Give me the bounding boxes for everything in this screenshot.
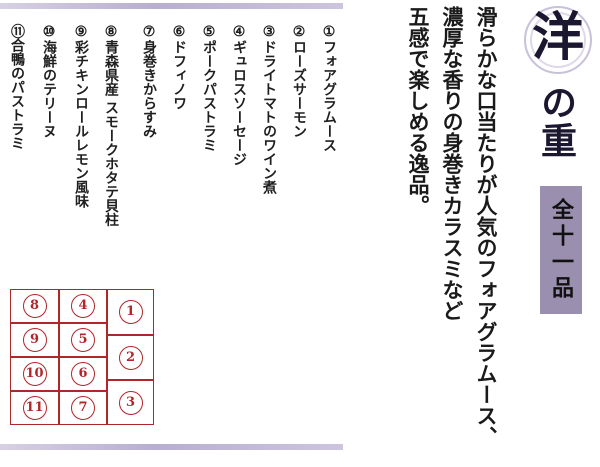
menu-item-number: ⑩ <box>41 24 57 40</box>
layout-number: 6 <box>71 362 95 386</box>
layout-number: 11 <box>22 396 47 420</box>
item-count-badge: 全十一品 <box>540 186 582 314</box>
menu-item-number: ⑪ <box>9 24 25 38</box>
menu-item: ⑦身巻きからすみ <box>138 24 160 274</box>
layout-cell: 6 <box>59 357 107 391</box>
layout-number: 3 <box>118 390 143 415</box>
emblem-circle <box>524 6 592 74</box>
bottom-decor-band <box>0 444 343 450</box>
menu-item-name: ポークパストラミ <box>201 40 217 152</box>
layout-number: 1 <box>118 300 143 324</box>
layout-cell: 7 <box>59 391 107 425</box>
layout-cell: 9 <box>10 323 59 357</box>
layout-number: 7 <box>71 396 95 420</box>
layout-cell: 5 <box>59 323 107 357</box>
menu-item: ②ローズサーモン <box>288 24 310 274</box>
layout-cell: 8 <box>10 289 59 323</box>
menu-item-name: 青森県産 スモークホタテ貝柱 <box>103 40 119 227</box>
menu-item-number: ④ <box>231 24 247 40</box>
layout-cell: 10 <box>10 357 59 391</box>
layout-cell: 2 <box>107 335 154 380</box>
emblem-character: 洋 <box>531 7 584 68</box>
menu-item-name: ギュロスソーセージ <box>231 40 247 166</box>
menu-item: ⑧青森県産 スモークホタテ貝柱 <box>100 24 122 274</box>
menu-item: ①フォアグラムース <box>318 24 340 274</box>
box-layout-diagram: 8 9 10 11 4 5 6 7 1 2 3 <box>10 289 154 425</box>
layout-number: 4 <box>71 294 95 318</box>
menu-item-number: ⑧ <box>103 24 119 40</box>
menu-item: ⑪合鴨のパストラミ <box>6 24 28 274</box>
menu-item-name: ドフィノワ <box>171 40 187 110</box>
menu-item-number: ⑦ <box>141 24 157 40</box>
menu-item-name: 身巻きからすみ <box>141 40 157 138</box>
description-line-2: 濃厚な香りの身巻きカラスミなど <box>440 6 465 321</box>
top-decor-band <box>0 3 343 9</box>
menu-item: ⑤ポークパストラミ <box>198 24 220 274</box>
menu-item-name: ドライトマトのワイン煮 <box>261 40 277 194</box>
menu-item-number: ② <box>291 24 307 40</box>
menu-item-number: ① <box>321 24 337 40</box>
layout-number: 10 <box>22 362 47 386</box>
layout-cell: 3 <box>107 380 154 425</box>
menu-item: ④ギュロスソーセージ <box>228 24 250 274</box>
description-line-1: 滑らかな口当たりが人気のフォアグラムース、 <box>474 6 499 447</box>
layout-number: 2 <box>118 345 143 370</box>
title-emblem: 洋 <box>520 2 592 74</box>
layout-number: 8 <box>22 294 47 318</box>
menu-item-name: 彩チキンロールレモン風味 <box>73 40 89 208</box>
menu-item-name: ローズサーモン <box>291 40 307 138</box>
layout-number: 5 <box>71 328 95 352</box>
menu-item-name: 海鮮のテリーヌ <box>41 40 57 138</box>
menu-item-number: ⑥ <box>171 24 187 40</box>
page-title: の重 <box>535 84 577 160</box>
layout-cell: 11 <box>10 391 59 425</box>
description-line-3: 五感で楽しめる逸品。 <box>406 6 431 216</box>
menu-item: ⑨彩チキンロールレモン風味 <box>70 24 92 274</box>
menu-item: ⑩海鮮のテリーヌ <box>38 24 60 274</box>
menu-item: ⑥ドフィノワ <box>168 24 190 274</box>
layout-cell: 4 <box>59 289 107 323</box>
menu-item-number: ③ <box>261 24 277 40</box>
layout-cell: 1 <box>107 289 154 335</box>
layout-number: 9 <box>22 328 47 352</box>
menu-item-name: フォアグラムース <box>321 40 337 152</box>
menu-item-number: ⑤ <box>201 24 217 40</box>
menu-item: ③ドライトマトのワイン煮 <box>258 24 280 274</box>
menu-item-name: 合鴨のパストラミ <box>9 38 25 150</box>
menu-item-number: ⑨ <box>73 24 89 40</box>
